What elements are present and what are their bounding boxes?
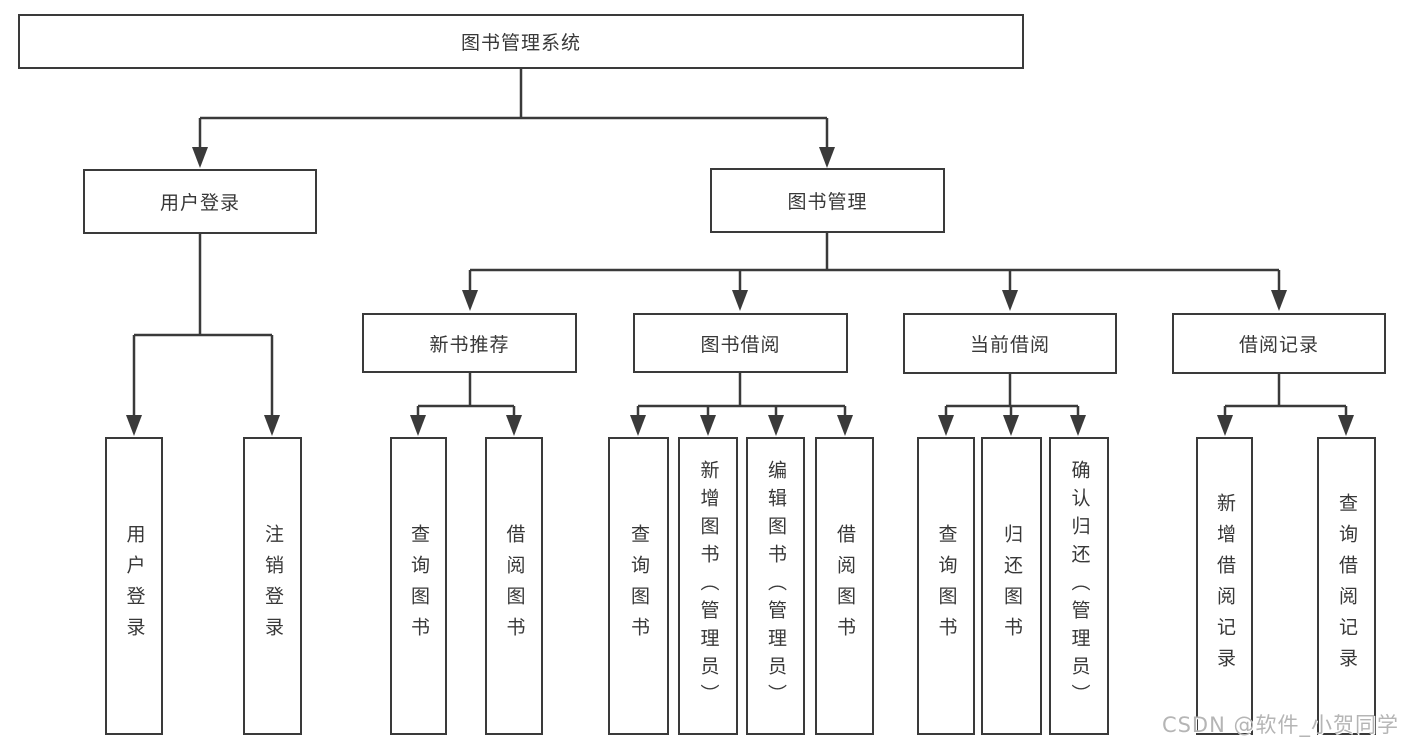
node-return-books: 归还图书 (981, 437, 1042, 735)
watermark: CSDN @软件_小贺同学 (1161, 713, 1399, 737)
node-confirm-return-admin: 确认归还（管理员） (1049, 437, 1109, 735)
node-add-book-admin: 新增图书（管理员） (678, 437, 738, 735)
node-new-book-recommend: 新书推荐 (362, 313, 577, 373)
node-query-books-borrow: 查询图书 (608, 437, 669, 735)
node-user-login-leaf: 用户登录 (105, 437, 163, 735)
node-library-system: 图书管理系统 (18, 14, 1024, 69)
node-query-books-recommend: 查询图书 (390, 437, 447, 735)
node-borrow-books-leaf: 借阅图书 (815, 437, 874, 735)
node-query-books-current: 查询图书 (917, 437, 975, 735)
node-book-borrow: 图书借阅 (633, 313, 848, 373)
node-query-borrow-record: 查询借阅记录 (1317, 437, 1376, 735)
node-borrow-books-recommend: 借阅图书 (485, 437, 543, 735)
node-logout: 注销登录 (243, 437, 302, 735)
node-book-management: 图书管理 (710, 168, 945, 233)
node-current-borrow: 当前借阅 (903, 313, 1117, 374)
node-borrow-records: 借阅记录 (1172, 313, 1386, 374)
node-edit-book-admin: 编辑图书（管理员） (746, 437, 805, 735)
node-add-borrow-record: 新增借阅记录 (1196, 437, 1253, 735)
node-user-login: 用户登录 (83, 169, 317, 234)
